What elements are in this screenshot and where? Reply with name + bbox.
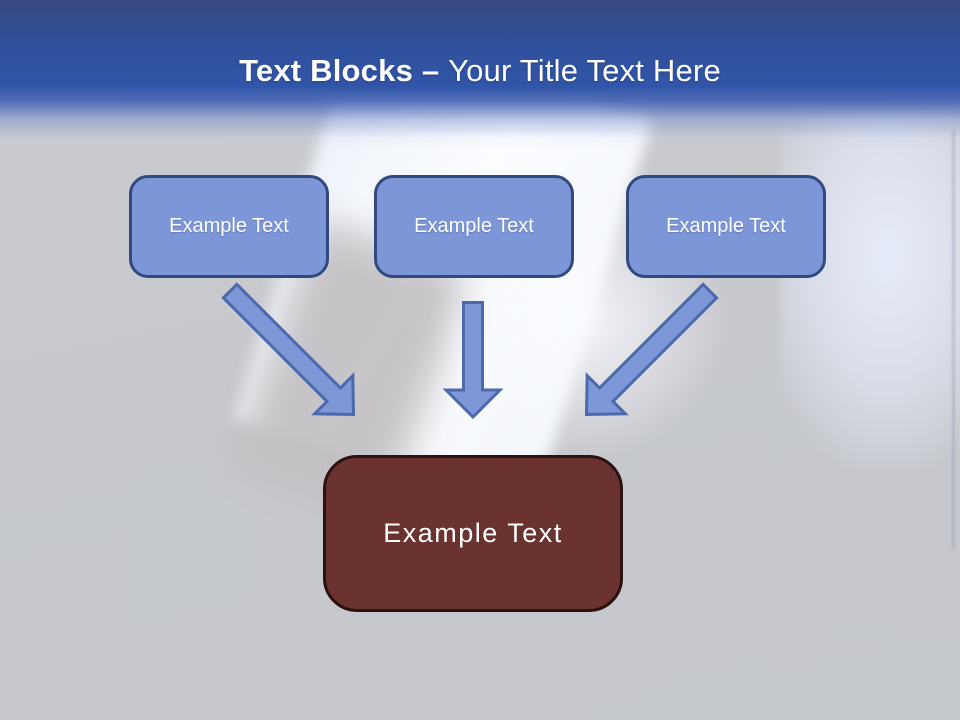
target-text-block: Example Text [323,455,623,612]
text-block-3-label: Example Text [666,215,786,237]
target-text-block-label: Example Text [383,518,563,548]
slide-title-regular-part: Your Title Text Here [448,53,721,88]
background-right-edge-line [952,130,955,550]
text-block-1: Example Text [129,175,329,278]
down-right-arrow-icon [221,282,356,417]
text-block-1-label: Example Text [169,215,289,237]
text-block-2: Example Text [374,175,574,278]
down-arrow-icon [442,301,504,420]
slide-title: Text Blocks – Your Title Text Here [0,53,960,89]
down-left-arrow-icon [584,282,719,417]
slide-title-bold-part: Text Blocks – [239,53,449,88]
title-band: Text Blocks – Your Title Text Here [0,0,960,150]
background-right-glow [780,110,960,470]
text-block-2-label: Example Text [414,215,534,237]
text-block-3: Example Text [626,175,826,278]
